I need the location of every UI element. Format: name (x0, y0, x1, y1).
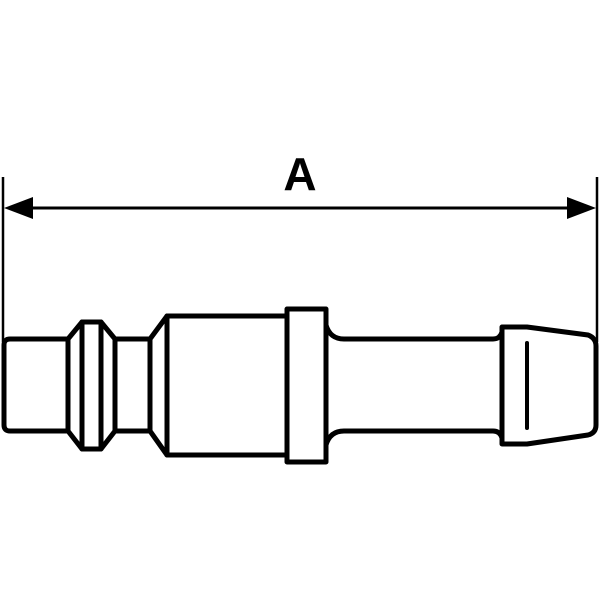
dimension-label: A (283, 148, 317, 200)
main-body (164, 313, 290, 458)
hose-shank (323, 322, 505, 448)
body-cone (147, 313, 170, 458)
hex-collar (284, 306, 329, 465)
plug-nose (1, 336, 71, 434)
right-arrowhead-icon (567, 197, 596, 219)
left-arrowhead-icon (4, 197, 33, 219)
dimension-line (4, 197, 596, 219)
plug-neck (112, 336, 153, 434)
locking-ring (79, 319, 104, 452)
hose-barb (499, 324, 599, 447)
